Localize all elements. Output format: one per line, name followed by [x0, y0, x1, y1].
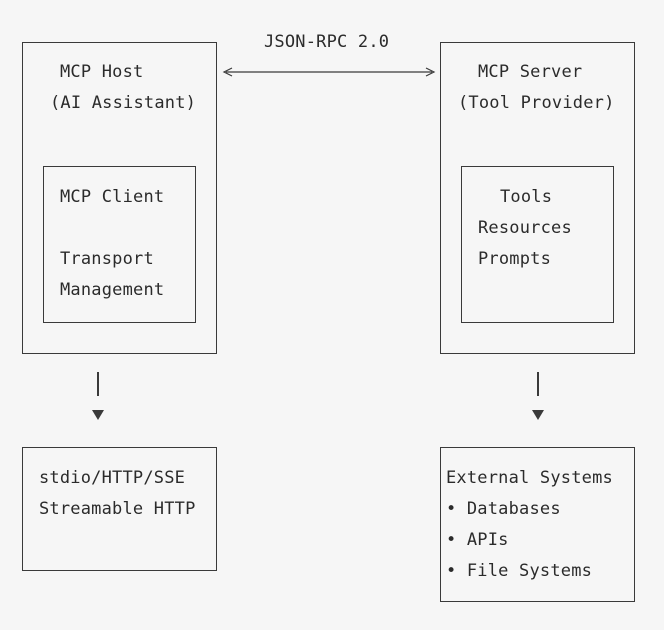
external-item-file-systems: • File Systems [446, 561, 593, 581]
bidirectional-arrow [222, 67, 436, 77]
capability-resources: Resources [478, 218, 572, 238]
host-down-line [97, 372, 99, 396]
mcp-server-title: MCP Server [478, 62, 583, 82]
transport-line-1: stdio/HTTP/SSE [39, 468, 186, 488]
transport-line-2: Streamable HTTP [39, 499, 196, 519]
mcp-host-subtitle: (AI Assistant) [50, 93, 197, 113]
capabilities-box [461, 166, 614, 323]
host-down-arrow-icon [92, 410, 104, 420]
protocol-label: JSON-RPC 2.0 [264, 32, 390, 52]
mcp-client-line-transport: Transport [60, 249, 154, 269]
server-down-arrow-icon [532, 410, 544, 420]
external-item-databases: • Databases [446, 499, 561, 519]
server-down-line [537, 372, 539, 396]
mcp-client-title: MCP Client [60, 187, 165, 207]
mcp-server-subtitle: (Tool Provider) [458, 93, 615, 113]
mcp-server-box [440, 42, 635, 354]
mcp-host-title: MCP Host [60, 62, 144, 82]
mcp-host-box [22, 42, 217, 354]
capability-prompts: Prompts [478, 249, 552, 269]
mcp-client-box [43, 166, 196, 323]
mcp-client-line-management: Management [60, 280, 165, 300]
capability-tools: Tools [500, 187, 553, 207]
external-item-apis: • APIs [446, 530, 509, 550]
external-systems-box [440, 447, 635, 602]
external-systems-title: External Systems [446, 468, 613, 488]
transport-box [22, 447, 217, 571]
